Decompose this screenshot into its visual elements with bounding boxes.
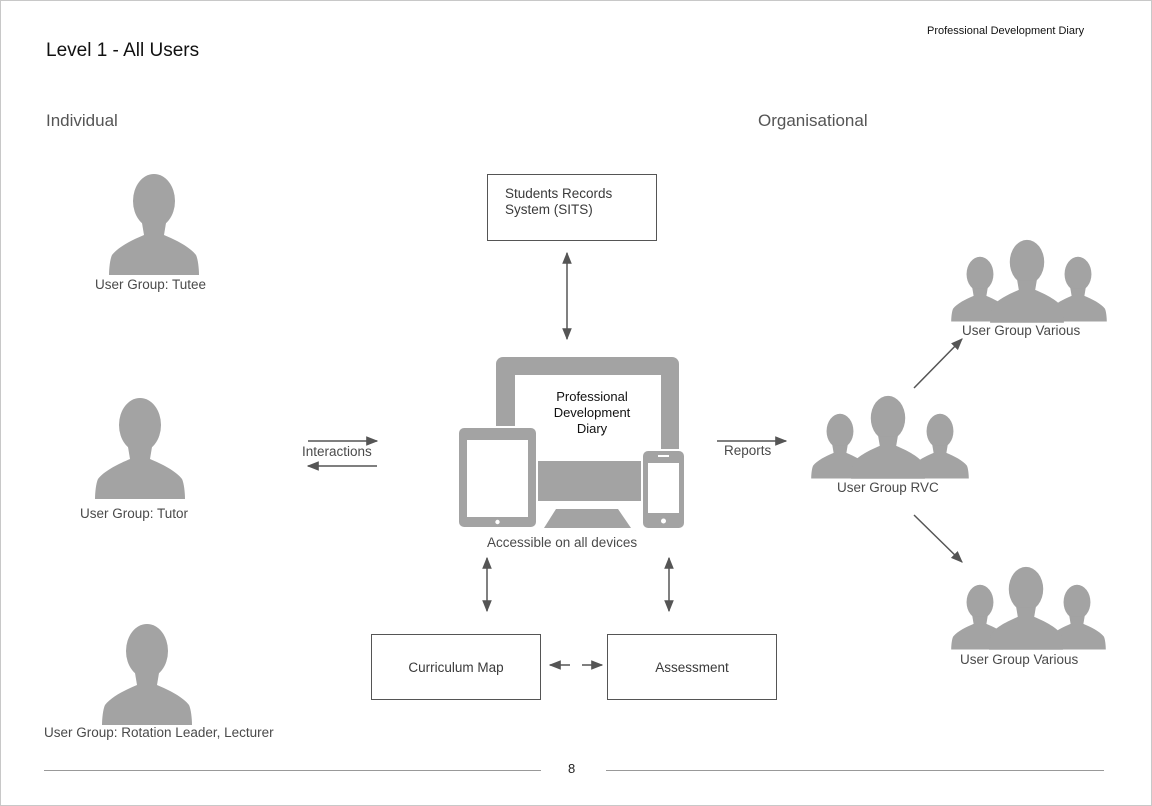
- group-icon-various-bottom: [951, 566, 1106, 650]
- group-icon-rvc: [811, 395, 969, 479]
- curriculum-map-box: Curriculum Map: [371, 634, 541, 700]
- person-icon-tutor: [95, 398, 185, 499]
- arrow-rvc-to-various-bottom: [913, 514, 963, 563]
- assessment-box: Assessment: [607, 634, 777, 700]
- page-title: Level 1 - All Users: [46, 40, 200, 61]
- section-label-individual: Individual: [46, 111, 118, 130]
- sits-box: Students Records System (SITS): [487, 174, 657, 241]
- assessment-label: Assessment: [655, 659, 729, 675]
- caption-tutor: User Group: Tutor: [80, 506, 189, 521]
- caption-rotation-leader: User Group: Rotation Leader, Lecturer: [44, 725, 274, 740]
- section-label-organisational: Organisational: [758, 111, 868, 130]
- footer-rule-left: [44, 770, 541, 771]
- footer-rule-right: [606, 770, 1104, 771]
- curriculum-map-label: Curriculum Map: [408, 659, 504, 675]
- screen-line-2: Development: [553, 405, 631, 420]
- caption-various-top: User Group Various: [962, 323, 1081, 338]
- devices-illustration: [457, 357, 686, 530]
- person-icon-tutee: [109, 174, 199, 275]
- screen-line-1: Professional: [556, 389, 628, 404]
- page-number: 8: [568, 761, 576, 776]
- group-icon-various-top: [951, 239, 1107, 323]
- screen-line-3: Diary: [576, 421, 608, 436]
- devices-caption: Accessible on all devices: [487, 535, 638, 550]
- caption-various-bottom: User Group Various: [960, 652, 1079, 667]
- caption-rvc: User Group RVC: [837, 480, 939, 495]
- sits-label-line1: Students Records: [505, 186, 613, 201]
- arrow-rvc-to-various-top: [913, 338, 963, 389]
- diary-screen-label: Professional Development Diary: [540, 389, 644, 437]
- interactions-label: Interactions: [302, 444, 372, 459]
- person-icon-rotation-leader: [102, 624, 192, 725]
- sits-label-line2: System (SITS): [505, 202, 593, 217]
- caption-tutee: User Group: Tutee: [95, 277, 207, 292]
- document-title: Professional Development Diary: [927, 25, 1085, 37]
- reports-label: Reports: [724, 443, 772, 458]
